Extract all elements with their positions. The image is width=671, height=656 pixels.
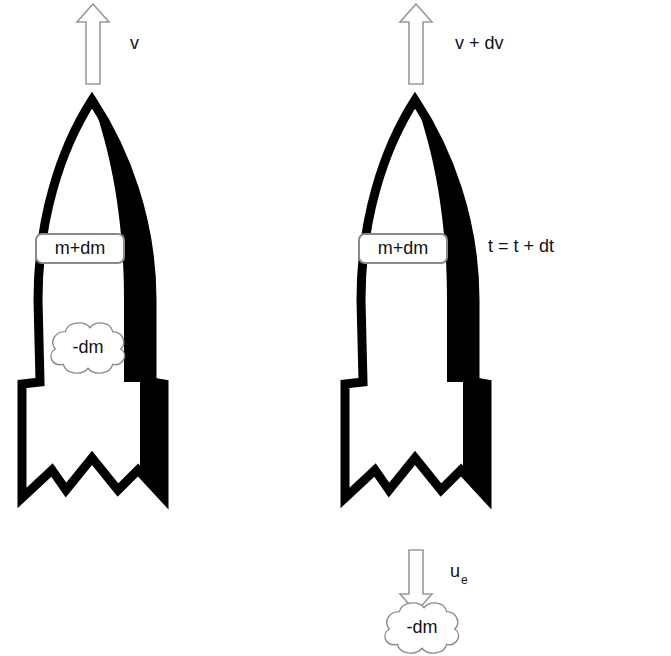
node-text: m+dm (378, 239, 429, 259)
velocity-label: v (130, 34, 139, 54)
node-text: -dm (407, 618, 438, 638)
mass-box: m+dm (35, 233, 125, 264)
subscript: e (461, 574, 468, 587)
exhaust-cloud: -dm (47, 320, 129, 376)
node-text: -dm (73, 338, 104, 358)
time-label: t = t + dt (488, 237, 554, 257)
node-text: m+dm (55, 239, 106, 259)
mass-box: m+dm (358, 233, 448, 264)
velocity-label: v + dv (455, 34, 504, 54)
exhaust-velocity-label: u (450, 562, 460, 582)
exhaust-cloud: -dm (381, 600, 463, 656)
